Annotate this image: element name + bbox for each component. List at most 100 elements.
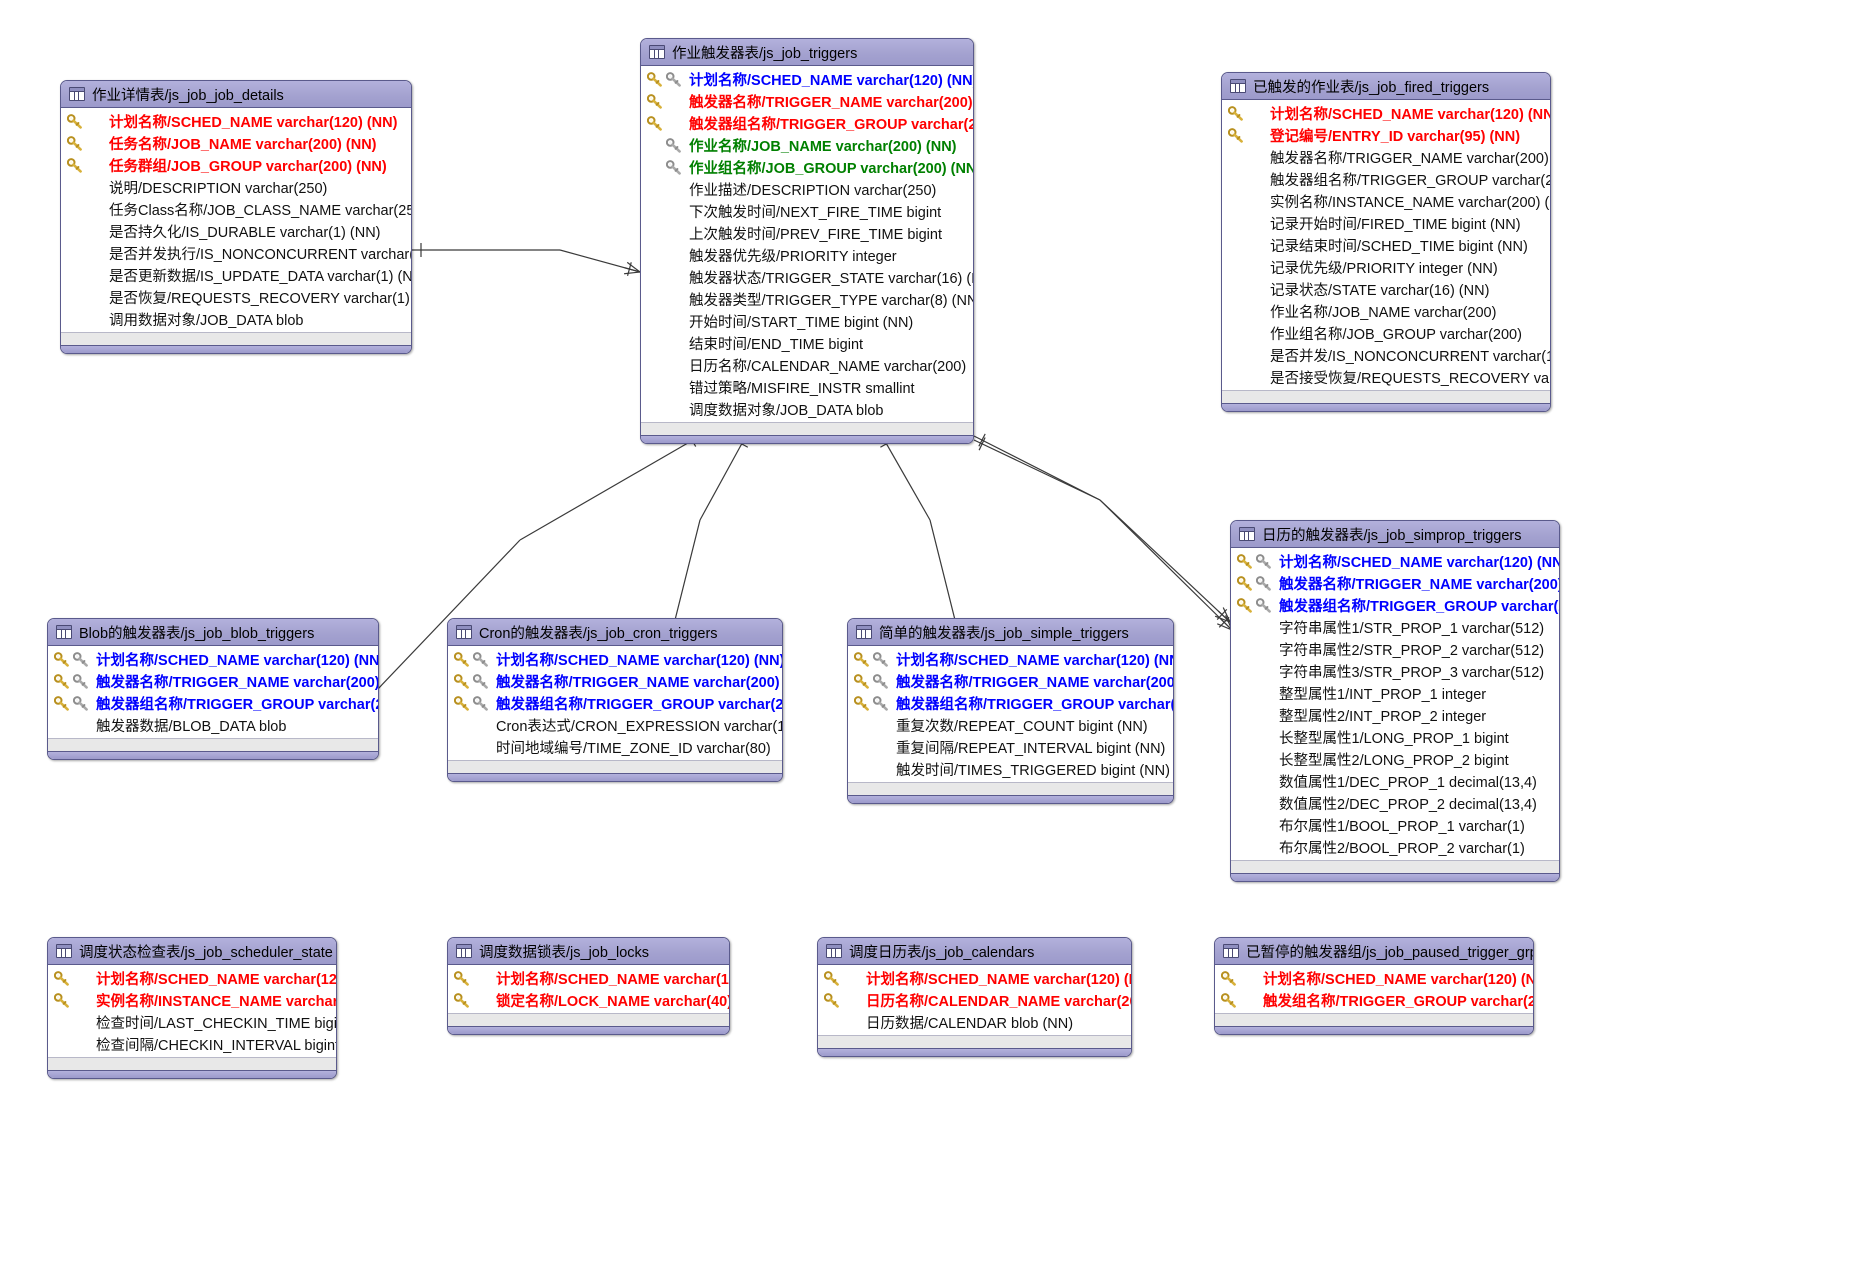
field-row[interactable]: 错过策略/MISFIRE_INSTR smallint xyxy=(641,376,973,398)
field-row[interactable]: 是否并发/IS_NONCONCURRENT varchar(1) xyxy=(1222,344,1550,366)
entity-header-js_job_simple_triggers[interactable]: 简单的触发器表/js_job_simple_triggers xyxy=(848,619,1173,646)
field-row[interactable]: 计划名称/SCHED_NAME varchar(120) (NN) xyxy=(1222,102,1550,124)
field-row[interactable]: 是否恢复/REQUESTS_RECOVERY varchar(1) (NN) xyxy=(61,286,411,308)
field-row[interactable]: 数值属性1/DEC_PROP_1 decimal(13,4) xyxy=(1231,770,1559,792)
field-row[interactable]: 任务名称/JOB_NAME varchar(200) (NN) xyxy=(61,132,411,154)
field-row[interactable]: 日历名称/CALENDAR_NAME varchar(200) xyxy=(641,354,973,376)
field-row[interactable]: 布尔属性1/BOOL_PROP_1 varchar(1) xyxy=(1231,814,1559,836)
field-row[interactable]: 计划名称/SCHED_NAME varchar(120) (NN) xyxy=(848,648,1173,670)
entity-header-js_job_blob_triggers[interactable]: Blob的触发器表/js_job_blob_triggers xyxy=(48,619,378,646)
field-row[interactable]: 整型属性2/INT_PROP_2 integer xyxy=(1231,704,1559,726)
entity-header-js_job_triggers[interactable]: 作业触发器表/js_job_triggers xyxy=(641,39,973,66)
field-row[interactable]: 锁定名称/LOCK_NAME varchar(40) (NN) xyxy=(448,989,729,1011)
field-row[interactable]: 触发组名称/TRIGGER_GROUP varchar(200) (NN) xyxy=(1215,989,1533,1011)
field-row[interactable]: 长整型属性2/LONG_PROP_2 bigint xyxy=(1231,748,1559,770)
field-row[interactable]: 触发器名称/TRIGGER_NAME varchar(200) (NN) xyxy=(48,670,378,692)
field-row[interactable]: 作业组名称/JOB_GROUP varchar(200) xyxy=(1222,322,1550,344)
field-row[interactable]: 长整型属性1/LONG_PROP_1 bigint xyxy=(1231,726,1559,748)
field-row[interactable]: 触发器名称/TRIGGER_NAME varchar(200) (NN) xyxy=(848,670,1173,692)
field-row[interactable]: 触发器名称/TRIGGER_NAME varchar(200) (NN) xyxy=(1231,572,1559,594)
field-row[interactable]: 结束时间/END_TIME bigint xyxy=(641,332,973,354)
entity-header-js_job_job_details[interactable]: 作业详情表/js_job_job_details xyxy=(61,81,411,108)
field-row[interactable]: 日历名称/CALENDAR_NAME varchar(200) (NN) xyxy=(818,989,1131,1011)
entity-header-js_job_simprop_triggers[interactable]: 日历的触发器表/js_job_simprop_triggers xyxy=(1231,521,1559,548)
field-row[interactable]: 作业描述/DESCRIPTION varchar(250) xyxy=(641,178,973,200)
field-row[interactable]: Cron表达式/CRON_EXPRESSION varchar(120) (NN… xyxy=(448,714,782,736)
field-row[interactable]: 触发器组名称/TRIGGER_GROUP varchar(200) (NN) xyxy=(48,692,378,714)
field-row[interactable]: 调度数据对象/JOB_DATA blob xyxy=(641,398,973,420)
entity-header-js_job_fired_triggers[interactable]: 已触发的作业表/js_job_fired_triggers xyxy=(1222,73,1550,100)
field-row[interactable]: 任务群组/JOB_GROUP varchar(200) (NN) xyxy=(61,154,411,176)
field-row[interactable]: 布尔属性2/BOOL_PROP_2 varchar(1) xyxy=(1231,836,1559,858)
field-row[interactable]: 触发器组名称/TRIGGER_GROUP varchar(200) (NN) xyxy=(641,112,973,134)
field-row[interactable]: 下次触发时间/NEXT_FIRE_TIME bigint xyxy=(641,200,973,222)
field-row[interactable]: 计划名称/SCHED_NAME varchar(120) (NN) xyxy=(1215,967,1533,989)
field-row[interactable]: 计划名称/SCHED_NAME varchar(120) (NN) xyxy=(641,68,973,90)
field-row[interactable]: 触发器组名称/TRIGGER_GROUP varchar(200) (NN) xyxy=(448,692,782,714)
field-row[interactable]: 重复间隔/REPEAT_INTERVAL bigint (NN) xyxy=(848,736,1173,758)
field-row[interactable]: 触发时间/TIMES_TRIGGERED bigint (NN) xyxy=(848,758,1173,780)
entity-header-js_job_locks[interactable]: 调度数据锁表/js_job_locks xyxy=(448,938,729,965)
field-row[interactable]: 是否更新数据/IS_UPDATE_DATA varchar(1) (NN) xyxy=(61,264,411,286)
entity-header-js_job_paused_trigger_grps[interactable]: 已暂停的触发器组/js_job_paused_trigger_grps xyxy=(1215,938,1533,965)
field-row[interactable]: 任务Class名称/JOB_CLASS_NAME varchar(250) (N… xyxy=(61,198,411,220)
field-row[interactable]: 是否接受恢复/REQUESTS_RECOVERY varchar(1) xyxy=(1222,366,1550,388)
field-row[interactable]: 开始时间/START_TIME bigint (NN) xyxy=(641,310,973,332)
field-row[interactable]: 实例名称/INSTANCE_NAME varchar(200) (NN) xyxy=(48,989,336,1011)
field-row[interactable]: 字符串属性3/STR_PROP_3 varchar(512) xyxy=(1231,660,1559,682)
field-row[interactable]: 检查间隔/CHECKIN_INTERVAL bigint (NN) xyxy=(48,1033,336,1055)
field-row[interactable]: 重复次数/REPEAT_COUNT bigint (NN) xyxy=(848,714,1173,736)
field-row[interactable]: 作业名称/JOB_NAME varchar(200) (NN) xyxy=(641,134,973,156)
field-row[interactable]: 字符串属性2/STR_PROP_2 varchar(512) xyxy=(1231,638,1559,660)
field-row[interactable]: 日历数据/CALENDAR blob (NN) xyxy=(818,1011,1131,1033)
field-row[interactable]: 触发器名称/TRIGGER_NAME varchar(200) (NN) xyxy=(641,90,973,112)
field-row[interactable]: 计划名称/SCHED_NAME varchar(120) (NN) xyxy=(818,967,1131,989)
field-row[interactable]: 整型属性1/INT_PROP_1 integer xyxy=(1231,682,1559,704)
entity-header-js_job_scheduler_state[interactable]: 调度状态检查表/js_job_scheduler_state xyxy=(48,938,336,965)
field-row[interactable]: 字符串属性1/STR_PROP_1 varchar(512) xyxy=(1231,616,1559,638)
field-row[interactable]: 触发器名称/TRIGGER_NAME varchar(200) (NN) xyxy=(448,670,782,692)
field-row[interactable]: 计划名称/SCHED_NAME varchar(120) (NN) xyxy=(48,648,378,670)
field-row[interactable]: 作业组名称/JOB_GROUP varchar(200) (NN) xyxy=(641,156,973,178)
field-row[interactable]: 说明/DESCRIPTION varchar(250) xyxy=(61,176,411,198)
field-row[interactable]: 登记编号/ENTRY_ID varchar(95) (NN) xyxy=(1222,124,1550,146)
field-row[interactable]: 调用数据对象/JOB_DATA blob xyxy=(61,308,411,330)
field-row[interactable]: 作业名称/JOB_NAME varchar(200) xyxy=(1222,300,1550,322)
field-row[interactable]: 计划名称/SCHED_NAME varchar(120) (NN) xyxy=(61,110,411,132)
field-row[interactable]: 触发器状态/TRIGGER_STATE varchar(16) (NN) xyxy=(641,266,973,288)
field-row[interactable]: 检查时间/LAST_CHECKIN_TIME bigint (NN) xyxy=(48,1011,336,1033)
entity-header-js_job_cron_triggers[interactable]: Cron的触发器表/js_job_cron_triggers xyxy=(448,619,782,646)
field-row[interactable]: 触发器组名称/TRIGGER_GROUP varchar(200) (NN) xyxy=(1231,594,1559,616)
field-row[interactable]: 数值属性2/DEC_PROP_2 decimal(13,4) xyxy=(1231,792,1559,814)
field-row[interactable]: 计划名称/SCHED_NAME varchar(120) (NN) xyxy=(448,648,782,670)
field-row[interactable]: 计划名称/SCHED_NAME varchar(120) (NN) xyxy=(448,967,729,989)
field-row[interactable]: 触发器组名称/TRIGGER_GROUP varchar(200) (NN) xyxy=(848,692,1173,714)
field-row[interactable]: 触发器类型/TRIGGER_TYPE varchar(8) (NN) xyxy=(641,288,973,310)
field-row[interactable]: 记录状态/STATE varchar(16) (NN) xyxy=(1222,278,1550,300)
field-row[interactable]: 记录开始时间/FIRED_TIME bigint (NN) xyxy=(1222,212,1550,234)
field-row[interactable]: 触发器组名称/TRIGGER_GROUP varchar(200) (NN) xyxy=(1222,168,1550,190)
field-row[interactable]: 时间地域编号/TIME_ZONE_ID varchar(80) xyxy=(448,736,782,758)
field-row[interactable]: 记录优先级/PRIORITY integer (NN) xyxy=(1222,256,1550,278)
field-row[interactable]: 触发器名称/TRIGGER_NAME varchar(200) (NN) xyxy=(1222,146,1550,168)
field-row[interactable]: 是否持久化/IS_DURABLE varchar(1) (NN) xyxy=(61,220,411,242)
field-row[interactable]: 上次触发时间/PREV_FIRE_TIME bigint xyxy=(641,222,973,244)
field-row[interactable]: 计划名称/SCHED_NAME varchar(120) (NN) xyxy=(1231,550,1559,572)
field-row[interactable]: 是否并发执行/IS_NONCONCURRENT varchar(1) (NN) xyxy=(61,242,411,264)
field-row[interactable]: 实例名称/INSTANCE_NAME varchar(200) (NN) xyxy=(1222,190,1550,212)
field-row[interactable]: 触发器优先级/PRIORITY integer xyxy=(641,244,973,266)
field-row[interactable]: 触发器数据/BLOB_DATA blob xyxy=(48,714,378,736)
field-row[interactable]: 计划名称/SCHED_NAME varchar(120) (NN) xyxy=(48,967,336,989)
entity-header-js_job_calendars[interactable]: 调度日历表/js_job_calendars xyxy=(818,938,1131,965)
